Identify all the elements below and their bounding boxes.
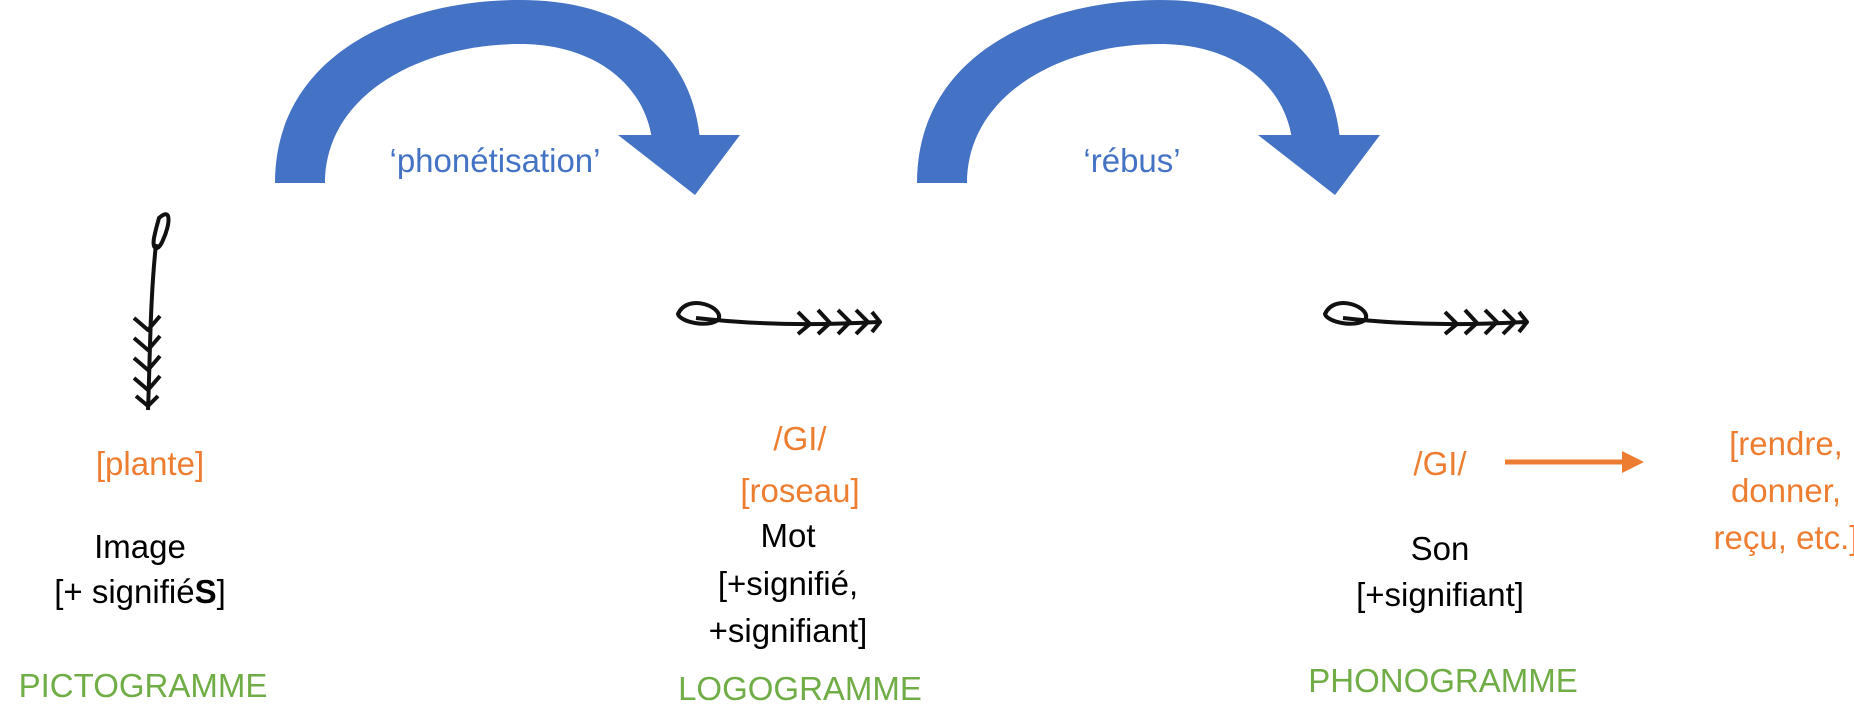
arrow-head [1258, 135, 1380, 195]
arrow-body [275, 0, 700, 183]
logogram-reading: /GI/ [773, 420, 827, 457]
reed-sign-horizontal-icon [1323, 301, 1529, 336]
extended-meaning-line2: donner, [1731, 472, 1841, 509]
phonogram-category: PHONOGRAMME [1308, 662, 1578, 699]
phonogram-reading: /GI/ [1413, 445, 1467, 482]
logogram-desc-line2: [+signifié, [718, 565, 858, 602]
logogram-desc-line1: Mot [760, 517, 815, 554]
phonetisation-arrow [275, 0, 740, 195]
extended-meaning-line3: reçu, etc.] [1714, 519, 1854, 556]
pictogram-desc-line1: Image [94, 528, 186, 565]
extension-arrow [1505, 451, 1644, 473]
phonetisation-label: ‘phonétisation’ [390, 142, 601, 179]
rebus-label: ‘rébus’ [1083, 142, 1180, 179]
pictogram-desc-line2: [+ signifiéS] [54, 573, 226, 610]
logogram-desc-line3: +signifiant] [709, 612, 868, 649]
pictogram-category: PICTOGRAMME [19, 667, 268, 704]
reed-sign-horizontal-icon [676, 301, 882, 336]
extended-meaning-line1: [rendre, [1729, 425, 1843, 462]
logogram-meaning: [roseau] [740, 472, 859, 509]
logogram-category: LOGOGRAMME [678, 670, 922, 707]
phonogram-desc-line1: Son [1411, 530, 1470, 567]
pictogram-meaning: [plante] [96, 445, 204, 482]
arrow-body [917, 0, 1340, 183]
rebus-arrow [917, 0, 1380, 195]
arrow-head [618, 135, 740, 195]
reed-sign-vertical-icon [132, 212, 171, 411]
phonogram-desc-line2: [+signifiant] [1356, 576, 1524, 613]
